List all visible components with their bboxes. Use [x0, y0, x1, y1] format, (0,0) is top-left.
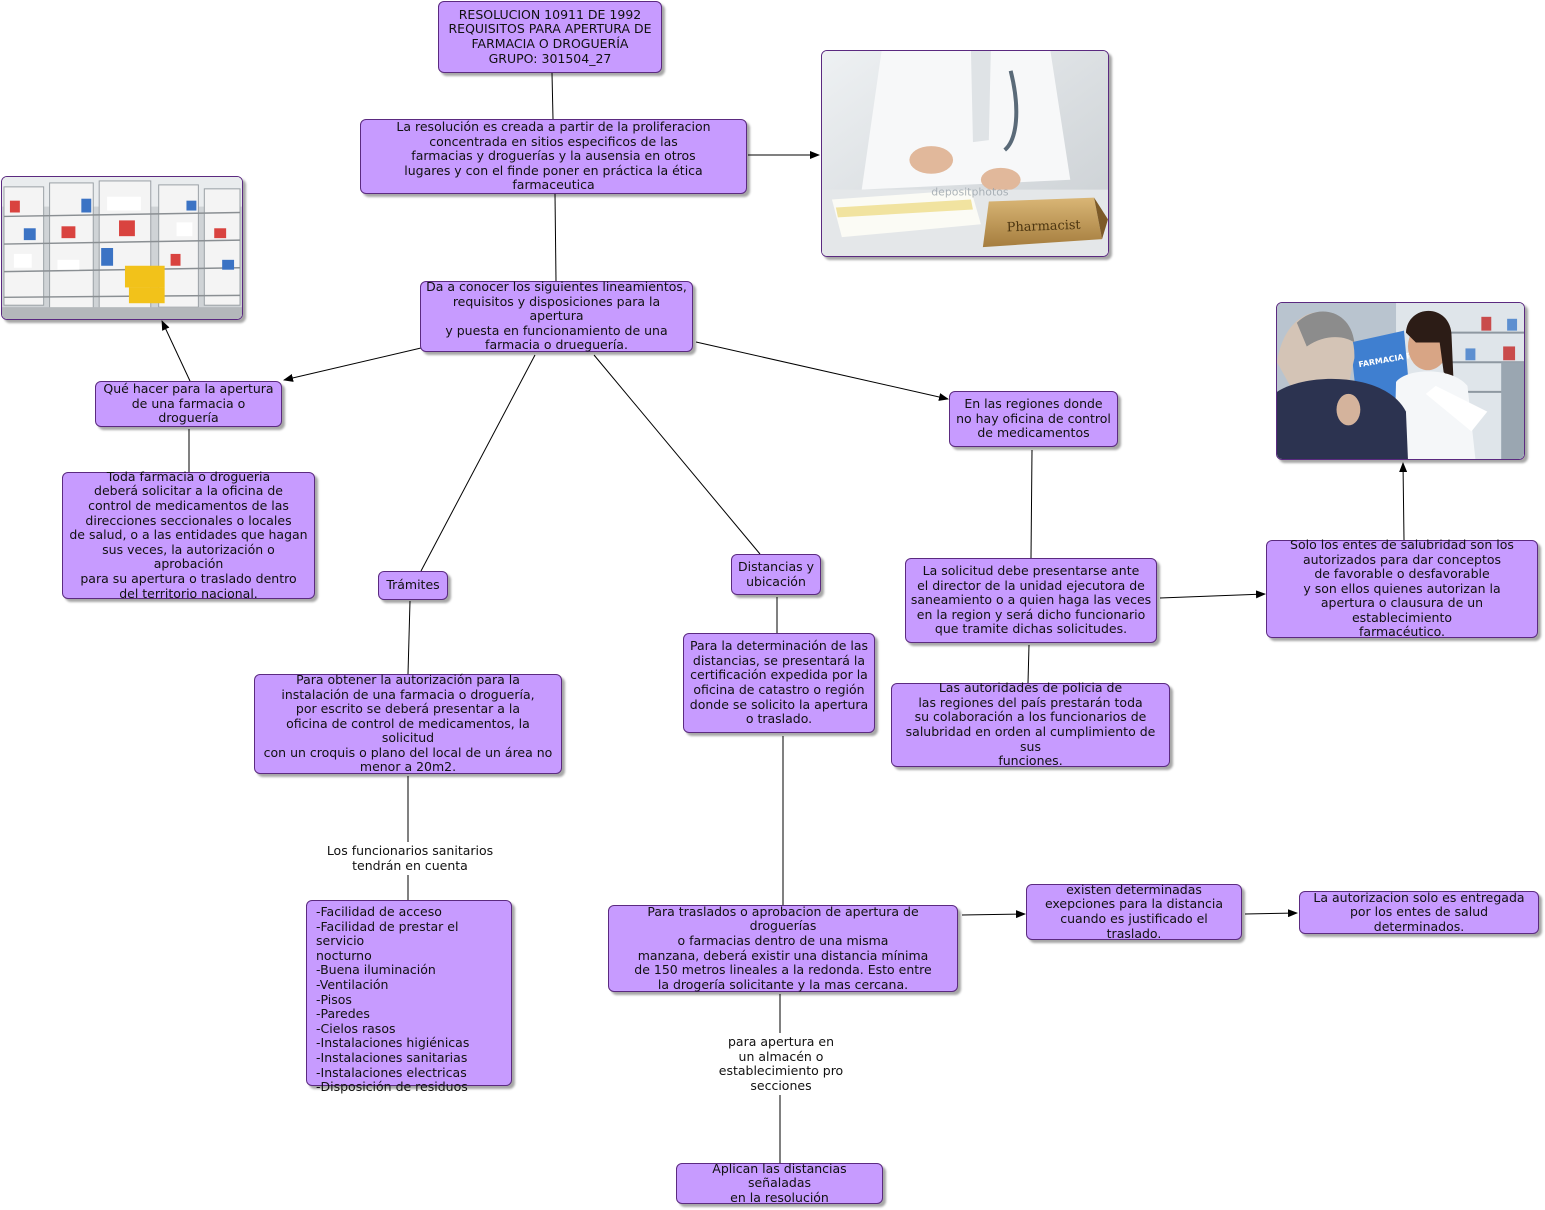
pharmacist-consulting-image[interactable]: FARMACIA POPULAR: [1276, 302, 1525, 460]
police-node[interactable]: Las autoridades de policia de las region…: [891, 683, 1170, 767]
checklist-node[interactable]: -Facilidad de acceso -Facilidad de prest…: [306, 900, 512, 1086]
transfers-node[interactable]: Para traslados o aprobacion de apertura …: [608, 905, 958, 992]
link-procedures-authorization: [408, 601, 410, 674]
link-label-warehouse: para apertura en un almacén o establecim…: [714, 1033, 848, 1095]
shelves-illustration: [2, 177, 242, 319]
pharmacy-shelves-image[interactable]: [1, 176, 243, 320]
link-transfers-exceptions: [962, 914, 1025, 915]
regions-node[interactable]: En las regiones donde no hay oficina de …: [949, 391, 1118, 447]
link-title-creation: [552, 73, 553, 119]
link-whattodo-image: [162, 321, 190, 381]
apply-distances-node[interactable]: Aplican las distancias señaladas en la r…: [676, 1163, 883, 1204]
link-label-officials: Los funcionarios sanitarios tendrán en c…: [322, 842, 498, 875]
health-entities-node[interactable]: Solo los entes de salubridad son los aut…: [1266, 540, 1538, 638]
watermark-text: depositphotos: [931, 186, 1009, 199]
guidelines-node[interactable]: Da a conocer los siguientes lineamientos…: [420, 281, 693, 352]
link-exceptions-authonly: [1245, 913, 1297, 914]
link-guidelines-procedures: [421, 355, 535, 571]
distances-node[interactable]: Distancias y ubicación: [731, 554, 821, 595]
what-to-do-node[interactable]: Qué hacer para la apertura de una farmac…: [95, 381, 282, 427]
link-request-health: [1160, 594, 1265, 598]
pharmacist-sign-text: Pharmacist: [1007, 218, 1082, 236]
link-health-image: [1403, 463, 1404, 540]
creation-node[interactable]: La resolución es creada a partir de la p…: [360, 119, 747, 194]
consulting-illustration: FARMACIA POPULAR: [1277, 303, 1524, 459]
pharmacist-image[interactable]: depositphotos Pharmacist: [821, 50, 1109, 257]
link-request-police: [1028, 645, 1029, 683]
every-pharmacy-node[interactable]: Toda farmacia o drogueria deberá solicit…: [62, 472, 315, 599]
authorization-node[interactable]: Para obtener la autorización para la ins…: [254, 674, 562, 774]
authorization-only-node[interactable]: La autorizacion solo es entregada por lo…: [1299, 891, 1539, 934]
pharmacist-illustration: depositphotos Pharmacist: [822, 51, 1108, 256]
link-guidelines-whattodo: [284, 348, 421, 380]
link-guidelines-regions: [696, 342, 948, 399]
determination-node[interactable]: Para la determinación de las distancias,…: [683, 633, 875, 733]
link-guidelines-distances: [594, 355, 760, 554]
title-node[interactable]: RESOLUCION 10911 DE 1992 REQUISITOS PARA…: [438, 1, 662, 73]
link-regions-request: [1031, 450, 1032, 558]
request-submit-node[interactable]: La solicitud debe presentarse ante el di…: [905, 558, 1157, 643]
link-creation-guidelines: [555, 194, 556, 281]
exceptions-node[interactable]: existen determinadas exepciones para la …: [1026, 884, 1242, 940]
procedures-node[interactable]: Trámites: [378, 571, 448, 600]
